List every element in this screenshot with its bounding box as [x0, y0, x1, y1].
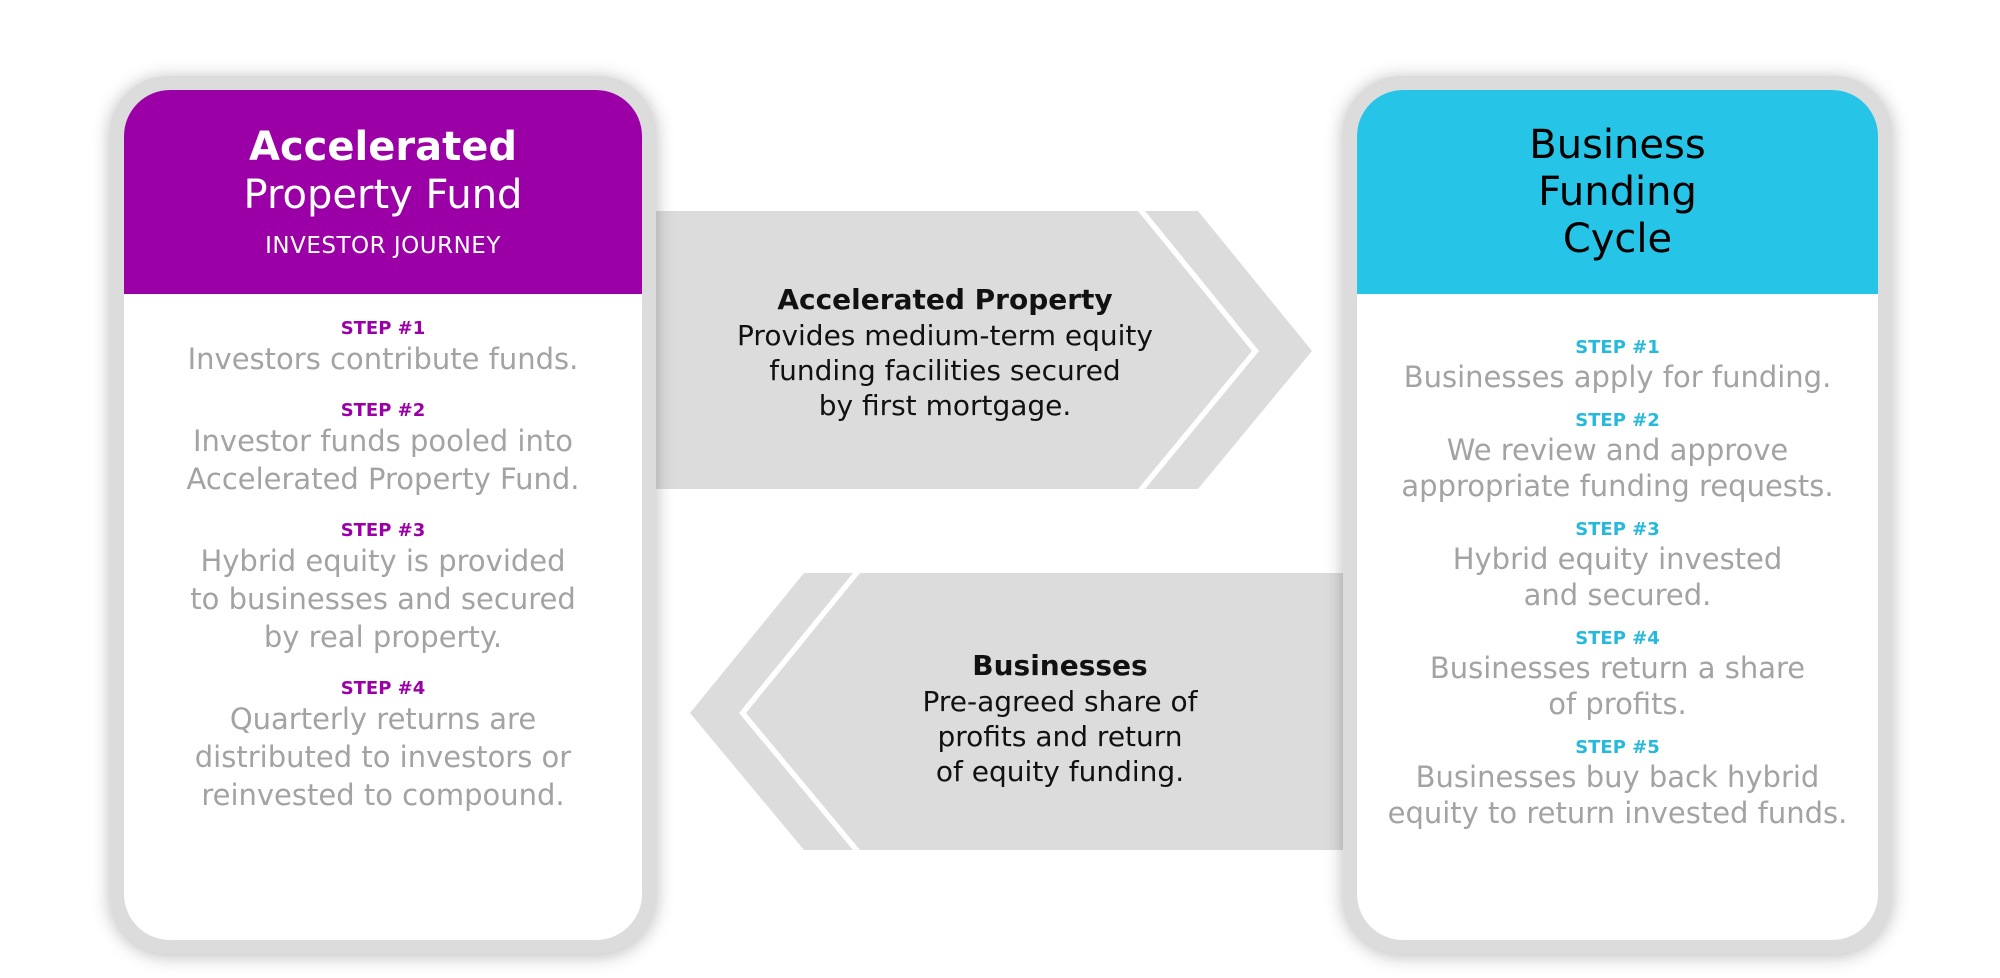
right-step-2: STEP #2 We review and approve appropriat… — [1357, 410, 1878, 504]
step-text-line: Quarterly returns are — [229, 702, 537, 736]
step-text-line: Businesses apply for funding. — [1403, 360, 1832, 394]
left-card-title-bold: Accelerated — [249, 124, 517, 170]
step-text-line: appropriate funding requests. — [1401, 469, 1834, 503]
step-label: STEP #3 — [340, 520, 426, 541]
right-step-list: STEP #1 Businesses apply for funding. ST… — [1357, 337, 1878, 846]
step-label: STEP #1 — [1575, 337, 1660, 358]
left-card-title: Property Fund — [243, 172, 523, 218]
step-text: We review and approve appropriate fundin… — [1357, 432, 1878, 504]
left-card: Accelerated Property Fund INVESTOR JOURN… — [124, 90, 642, 940]
right-card-header: Business Funding Cycle — [1357, 90, 1878, 294]
top-arrow-line: Provides medium-term equity — [737, 319, 1153, 352]
bottom-arrow-body: Pre-agreed share of profits and return o… — [860, 684, 1260, 789]
left-step-4: STEP #4 Quarterly returns are distribute… — [124, 678, 642, 814]
step-text: Quarterly returns are distributed to inv… — [124, 700, 642, 814]
step-text: Investors contribute funds. — [124, 340, 642, 378]
left-step-1: STEP #1 Investors contribute funds. — [124, 318, 642, 378]
step-label: STEP #1 — [340, 318, 426, 339]
step-text-line: We review and approve — [1446, 433, 1789, 467]
left-step-2: STEP #2 Investor funds pooled into Accel… — [124, 400, 642, 498]
bottom-arrow-line: Pre-agreed share of — [922, 685, 1198, 718]
right-card-title-line: Business — [1529, 121, 1706, 168]
right-card-title-line: Cycle — [1562, 215, 1673, 262]
step-text-line: of profits. — [1548, 687, 1687, 721]
step-text: Businesses apply for funding. — [1357, 359, 1878, 395]
step-text-line: equity to return invested funds. — [1387, 796, 1848, 830]
step-text: Investor funds pooled into Accelerated P… — [124, 422, 642, 498]
step-text-line: Businesses buy back hybrid — [1415, 760, 1820, 794]
step-text-line: to businesses and secured — [190, 582, 576, 616]
right-step-5: STEP #5 Businesses buy back hybrid equit… — [1357, 737, 1878, 831]
step-text-line: Accelerated Property Fund. — [186, 462, 580, 496]
step-label: STEP #2 — [340, 400, 426, 421]
right-card: Business Funding Cycle STEP #1 Businesse… — [1357, 90, 1878, 940]
step-label: STEP #2 — [1575, 410, 1660, 431]
step-text: Hybrid equity invested and secured. — [1357, 541, 1878, 613]
step-text: Businesses return a share of profits. — [1357, 650, 1878, 722]
bottom-arrow-shape — [690, 573, 1360, 850]
step-text-line: Hybrid equity invested — [1452, 542, 1783, 576]
step-text-line: reinvested to compound. — [201, 778, 565, 812]
step-label: STEP #5 — [1575, 737, 1660, 758]
step-text-line: Businesses return a share — [1429, 651, 1806, 685]
left-card-header: Accelerated Property Fund INVESTOR JOURN… — [124, 90, 642, 294]
step-label: STEP #4 — [1575, 628, 1660, 649]
step-text: Hybrid equity is provided to businesses … — [124, 542, 642, 656]
step-label: STEP #4 — [340, 678, 426, 699]
left-step-list: STEP #1 Investors contribute funds. STEP… — [124, 318, 642, 836]
bottom-arrow-text: Businesses Pre-agreed share of profits a… — [860, 648, 1260, 789]
bottom-arrow-line: profits and return — [937, 720, 1183, 753]
top-arrow-text: Accelerated Property Provides medium-ter… — [700, 282, 1190, 423]
right-card-title-line: Funding — [1538, 168, 1697, 215]
top-arrow-title: Accelerated Property — [777, 283, 1113, 316]
right-step-1: STEP #1 Businesses apply for funding. — [1357, 337, 1878, 395]
bottom-arrow-title: Businesses — [972, 649, 1148, 682]
step-text-line: and secured. — [1523, 578, 1712, 612]
right-step-3: STEP #3 Hybrid equity invested and secur… — [1357, 519, 1878, 613]
top-arrow-line: funding facilities secured — [769, 354, 1121, 387]
top-arrow-body: Provides medium-term equity funding faci… — [700, 318, 1190, 423]
step-label: STEP #3 — [1575, 519, 1660, 540]
step-text-line: distributed to investors or — [194, 740, 572, 774]
step-text: Businesses buy back hybrid equity to ret… — [1357, 759, 1878, 831]
step-text-line: by real property. — [263, 620, 503, 654]
step-text-line: Investor funds pooled into — [193, 424, 573, 458]
step-text-line: Investors contribute funds. — [187, 342, 579, 376]
left-card-subtitle: INVESTOR JOURNEY — [265, 233, 501, 259]
left-step-3: STEP #3 Hybrid equity is provided to bus… — [124, 520, 642, 656]
top-arrow-shape — [648, 211, 1312, 489]
right-step-4: STEP #4 Businesses return a share of pro… — [1357, 628, 1878, 722]
bottom-arrow-line: of equity funding. — [935, 755, 1185, 788]
top-arrow-line: by first mortgage. — [818, 389, 1072, 422]
step-text-line: Hybrid equity is provided — [200, 544, 566, 578]
